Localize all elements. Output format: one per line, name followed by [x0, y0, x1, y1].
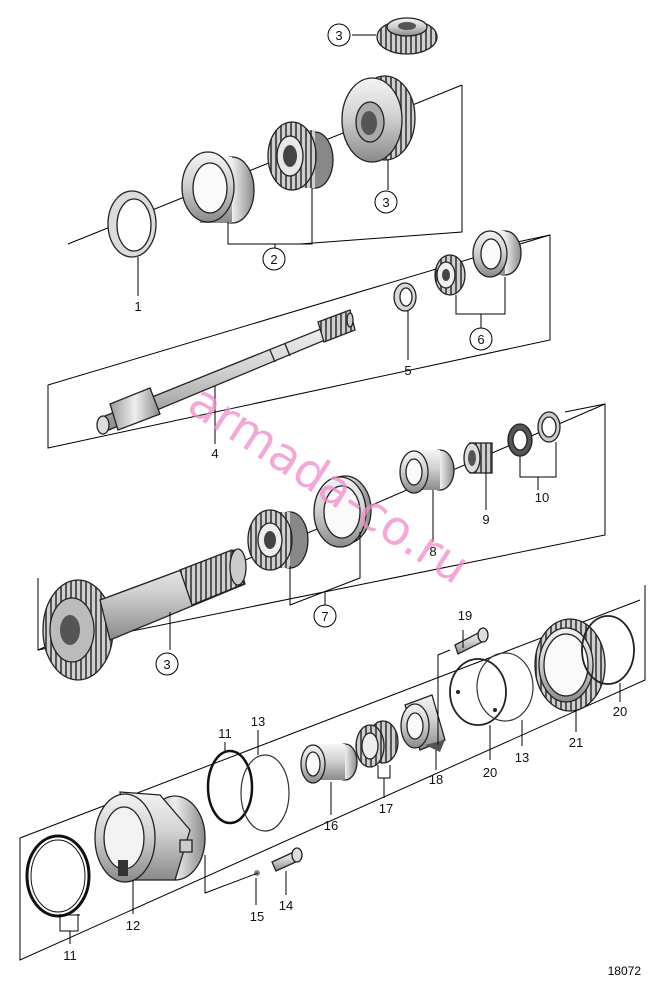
- bearing-cup: [181, 151, 255, 224]
- bracket-11: [59, 914, 79, 932]
- callout-9: 9: [482, 512, 489, 527]
- svg-text:3: 3: [163, 657, 170, 672]
- svg-text:2: 2: [270, 252, 277, 267]
- callout-14: 14: [279, 898, 293, 913]
- circlip-20: [449, 658, 507, 726]
- callout-20-left: 20: [483, 765, 497, 780]
- housing-group: [19, 585, 646, 961]
- callout-13-right: 13: [515, 750, 529, 765]
- main-shaft-group: [37, 403, 606, 681]
- svg-text:3: 3: [335, 28, 342, 43]
- bearing-housing: [94, 791, 206, 883]
- needle-bearing: [463, 442, 493, 474]
- shift-sleeve: [400, 694, 446, 752]
- callout-1: 1: [134, 299, 141, 314]
- callout-3-top: 3: [327, 23, 351, 47]
- diagram-reference-number: 18072: [608, 964, 642, 978]
- group-frame-main: [37, 403, 606, 651]
- ring-gear: [534, 618, 606, 712]
- bearing-cup-output: [313, 475, 372, 548]
- pinion-gear: [376, 17, 438, 55]
- taper-bearing: [267, 121, 334, 191]
- callout-2: 2: [262, 247, 286, 271]
- callout-labels: 3 3 2 6 7 3 1 5 4 8 9 10 19 11 13: [63, 23, 627, 963]
- o-ring-medium: [206, 749, 254, 825]
- needle-bearing-large: [300, 743, 358, 784]
- group-frame-shaft: [47, 234, 551, 449]
- callout-19: 19: [458, 608, 472, 623]
- callout-3-bottom: 3: [155, 652, 179, 676]
- gasket-ring: [240, 754, 290, 832]
- screw-14: [271, 847, 303, 872]
- seal-rings: [507, 411, 561, 457]
- shaft-group: [47, 230, 551, 449]
- callout-10: 10: [535, 490, 549, 505]
- callout-12: 12: [126, 918, 140, 933]
- callout-18: 18: [429, 772, 443, 787]
- top-group: [67, 17, 463, 296]
- callout-17: 17: [379, 801, 393, 816]
- group-frame-bottom: [19, 585, 646, 961]
- bracket-2: [227, 188, 313, 245]
- callout-20-right: 20: [613, 704, 627, 719]
- bearing-cup-small: [472, 230, 522, 278]
- output-shaft: [99, 548, 247, 641]
- taper-bearing-output: [247, 509, 309, 571]
- bolt-19: [454, 627, 489, 655]
- bracket-17: [377, 765, 391, 779]
- input-shaft: [96, 309, 356, 435]
- svg-text:3: 3: [382, 195, 389, 210]
- circlip-20-right: [581, 615, 635, 685]
- gasket-ring-right: [476, 652, 534, 722]
- callout-6: 6: [469, 327, 493, 351]
- callout-4: 4: [211, 446, 218, 461]
- callout-3-mid: 3: [374, 190, 398, 214]
- bushing-sleeve: [399, 449, 455, 494]
- bearing-assembly: [355, 720, 399, 768]
- callout-15: 15: [250, 909, 264, 924]
- bevel-gear-large: [341, 75, 416, 163]
- callout-11-lower: 11: [63, 948, 77, 963]
- bracket-7: [289, 532, 361, 606]
- callout-11-upper: 11: [218, 726, 232, 741]
- svg-text:7: 7: [321, 609, 328, 624]
- output-bevel-gear: [42, 579, 114, 681]
- spacer-washer: [393, 282, 417, 312]
- shim-ring: [107, 190, 157, 258]
- callout-16: 16: [324, 818, 338, 833]
- callout-8: 8: [429, 544, 436, 559]
- o-ring-large: [25, 834, 91, 918]
- callout-21: 21: [569, 735, 583, 750]
- group-frame-top: [299, 85, 463, 245]
- roller-bearing-small: [434, 254, 466, 296]
- callout-5: 5: [404, 363, 411, 378]
- axis-line-shaft: [47, 234, 551, 386]
- svg-text:6: 6: [477, 332, 484, 347]
- callout-7: 7: [313, 604, 337, 628]
- callout-13-left: 13: [251, 714, 265, 729]
